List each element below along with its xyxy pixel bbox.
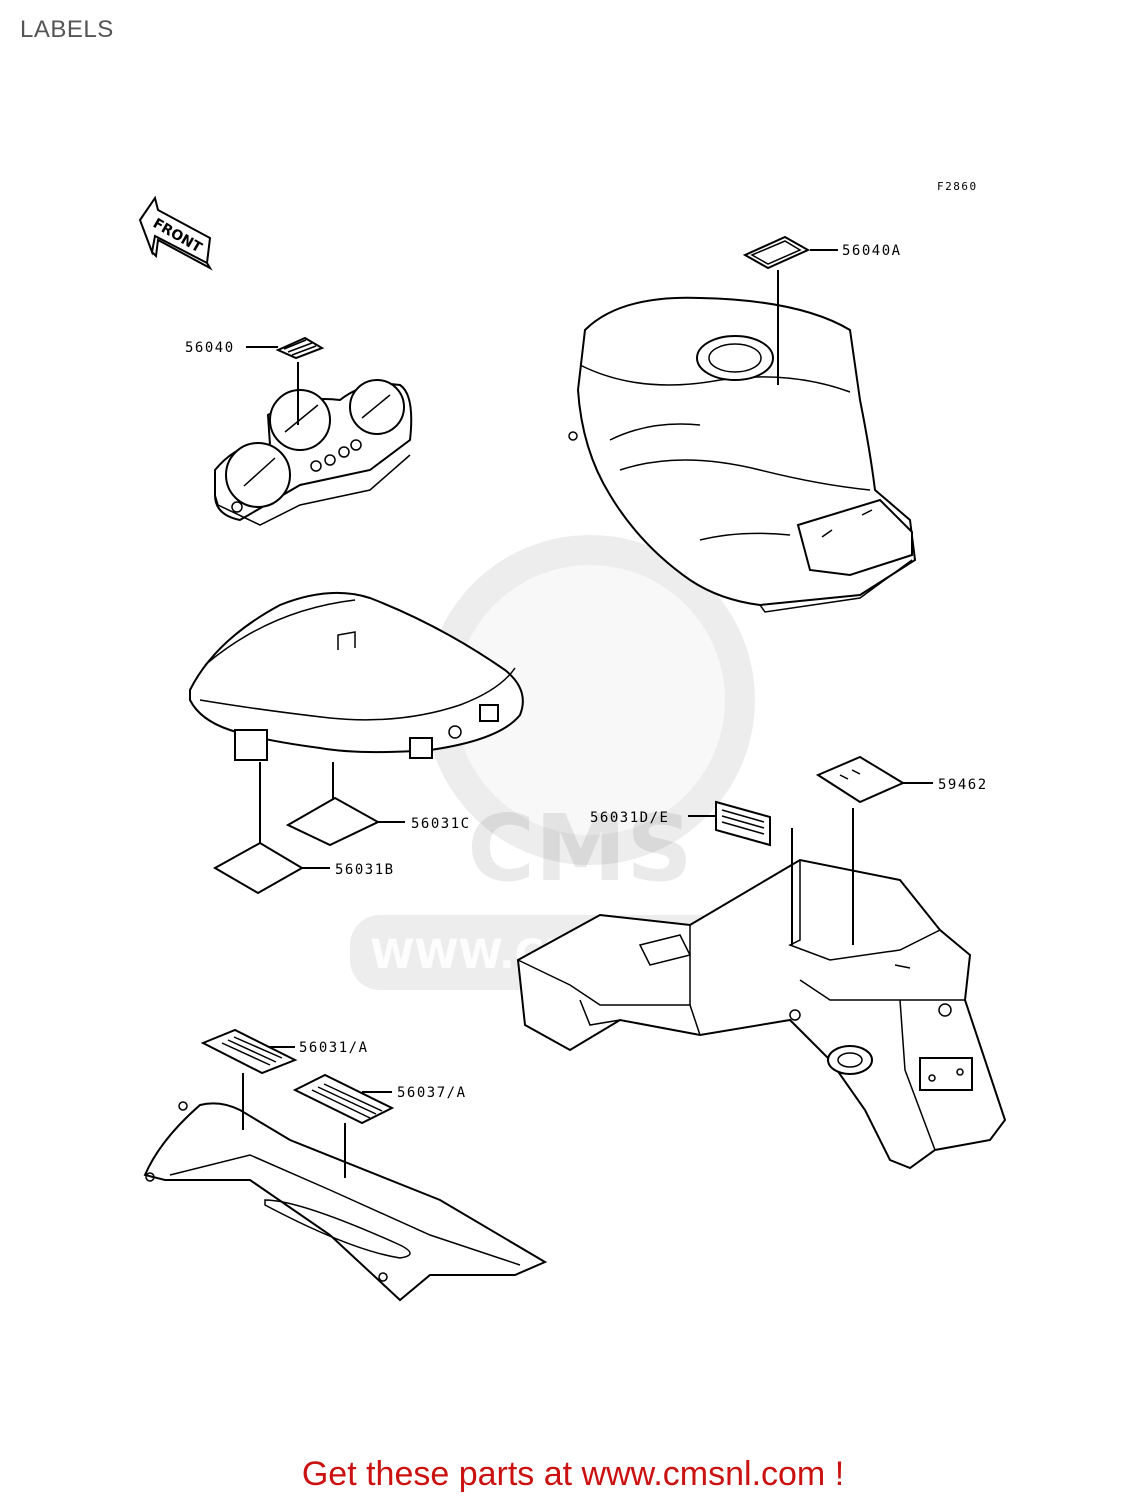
meter-cluster — [214, 379, 413, 526]
part-number-56031C: 56031C — [411, 816, 471, 832]
label-56037A — [292, 1073, 395, 1178]
footer-promo-link[interactable]: Get these parts at www.cmsnl.com ! — [301, 1455, 845, 1493]
part-number-59462: 59462 — [938, 777, 988, 793]
fuel-tank — [568, 296, 917, 613]
chain-guard — [143, 1101, 548, 1302]
part-number-56037A: 56037/A — [397, 1085, 467, 1101]
front-arrow-icon: FRONT — [138, 195, 213, 271]
part-number-56031DE: 56031D/E — [590, 810, 669, 826]
part-number-56040A: 56040A — [842, 243, 902, 259]
rear-fender — [516, 858, 1007, 1170]
watermark-brand: CMS — [467, 795, 692, 902]
rear-seat-cowl — [189, 591, 524, 761]
figure-code: F2860 — [937, 180, 978, 193]
label-56031C — [285, 762, 405, 847]
label-59462 — [815, 755, 933, 945]
part-number-56040: 56040 — [185, 340, 235, 356]
label-56031DE — [688, 800, 793, 945]
label-56031B — [212, 762, 330, 895]
label-56031A — [200, 1028, 298, 1130]
part-number-56031A: 56031/A — [299, 1040, 369, 1056]
part-number-56031B: 56031B — [335, 862, 395, 878]
label-56040A — [742, 235, 838, 385]
page-title: LABELS — [20, 16, 114, 43]
label-56040 — [246, 336, 325, 425]
